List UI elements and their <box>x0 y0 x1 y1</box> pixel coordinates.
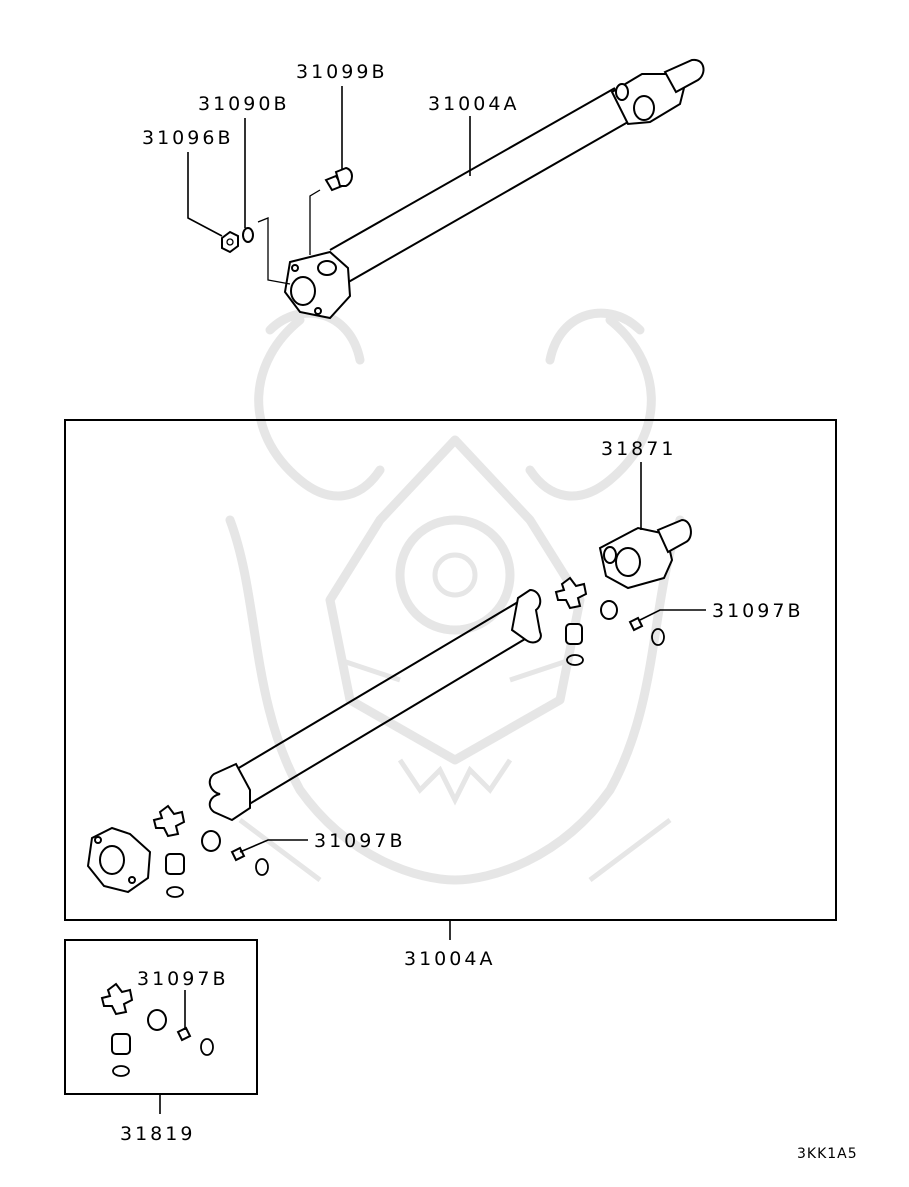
label-31004A-box: 31004A <box>404 948 495 970</box>
label-31096B: 31096B <box>142 127 233 149</box>
leader-31097B-right <box>639 609 706 621</box>
label-31099B: 31099B <box>296 61 387 83</box>
exploded-view-box <box>64 419 837 921</box>
watermark-emblem <box>225 308 685 885</box>
kit-box <box>64 939 258 1095</box>
label-31004A-top: 31004A <box>428 93 519 115</box>
label-31819: 31819 <box>120 1123 195 1145</box>
label-31871: 31871 <box>601 438 676 460</box>
propeller-shaft-assembly-top <box>221 58 705 320</box>
label-31097B-small: 31097B <box>137 968 228 990</box>
leader-31096B <box>187 152 223 237</box>
universal-joint-kit <box>100 982 214 1077</box>
propeller-shaft-exploded <box>86 518 692 898</box>
label-31090B: 31090B <box>198 93 289 115</box>
diagram-code: 3KK1A5 <box>797 1146 858 1162</box>
leader-31097B-left <box>239 839 308 853</box>
label-31097B-left: 31097B <box>314 830 405 852</box>
label-31097B-right: 31097B <box>712 600 803 622</box>
